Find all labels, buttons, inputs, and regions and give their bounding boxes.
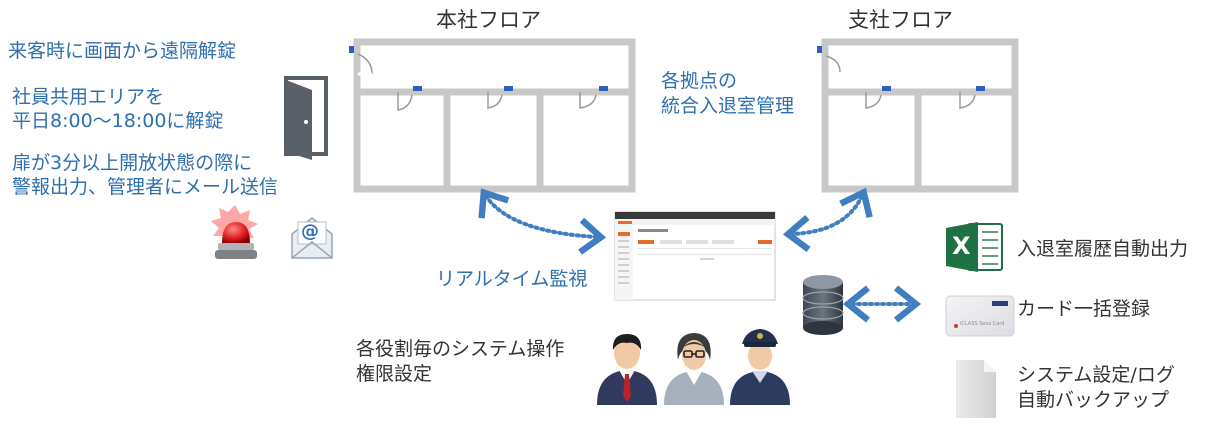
alarm-text-1: 扉が3分以上開放状態の際に: [12, 152, 253, 174]
multi-site-text-1: 各拠点の: [661, 70, 738, 92]
document-icon: [956, 360, 996, 418]
realtime-monitor-label: リアルタイム監視: [436, 268, 588, 290]
excel-icon: [946, 222, 1003, 272]
roles-text-1: 各役割毎のシステム操作: [356, 338, 565, 360]
branch-title: 支社フロア: [848, 8, 953, 32]
common-area-text-2: 平日8:00〜18:00に解錠: [12, 110, 224, 132]
alarm-text-2: 警報出力、管理者にメール送信: [12, 176, 279, 198]
head-office-title: 本社フロア: [436, 8, 541, 32]
monitoring-screen: [614, 211, 776, 301]
manager-person-icon: [597, 334, 657, 405]
roles-text-2: 権限設定: [356, 363, 433, 385]
branch-floor-plan: [821, 38, 1019, 193]
card-label: iCLASS Seos Card: [960, 321, 1005, 327]
multi-site-text-2: 統合入退室管理: [661, 95, 795, 117]
email-at-symbol: @: [301, 221, 319, 242]
sync-arrows: [478, 187, 922, 323]
backup-text-1: システム設定/ログ: [1017, 364, 1175, 386]
head-office-door-sensors: [349, 46, 608, 91]
remote-unlock-text: 来客時に画面から遠隔解錠: [8, 40, 237, 62]
door-icon: [284, 76, 328, 160]
email-icon: [291, 217, 333, 259]
branch-doors: [825, 55, 976, 109]
security-guard-icon: [730, 329, 790, 405]
branch-door-sensors: [817, 46, 985, 91]
export-text: 入退室履歴自動出力: [1017, 238, 1189, 260]
common-area-text-1: 社員共用エリアを: [12, 86, 165, 108]
id-card-icon: [945, 295, 1015, 337]
excel-letter: X: [952, 232, 971, 260]
backup-text-2: 自動バックアップ: [1017, 389, 1170, 411]
head-office-floor-plan: [353, 38, 636, 193]
staff-person-icon: [664, 333, 724, 405]
card-register-text: カード一括登録: [1017, 298, 1151, 320]
alarm-light-icon: [211, 205, 258, 259]
database-icon: [802, 275, 844, 335]
head-office-doors: [357, 53, 597, 111]
